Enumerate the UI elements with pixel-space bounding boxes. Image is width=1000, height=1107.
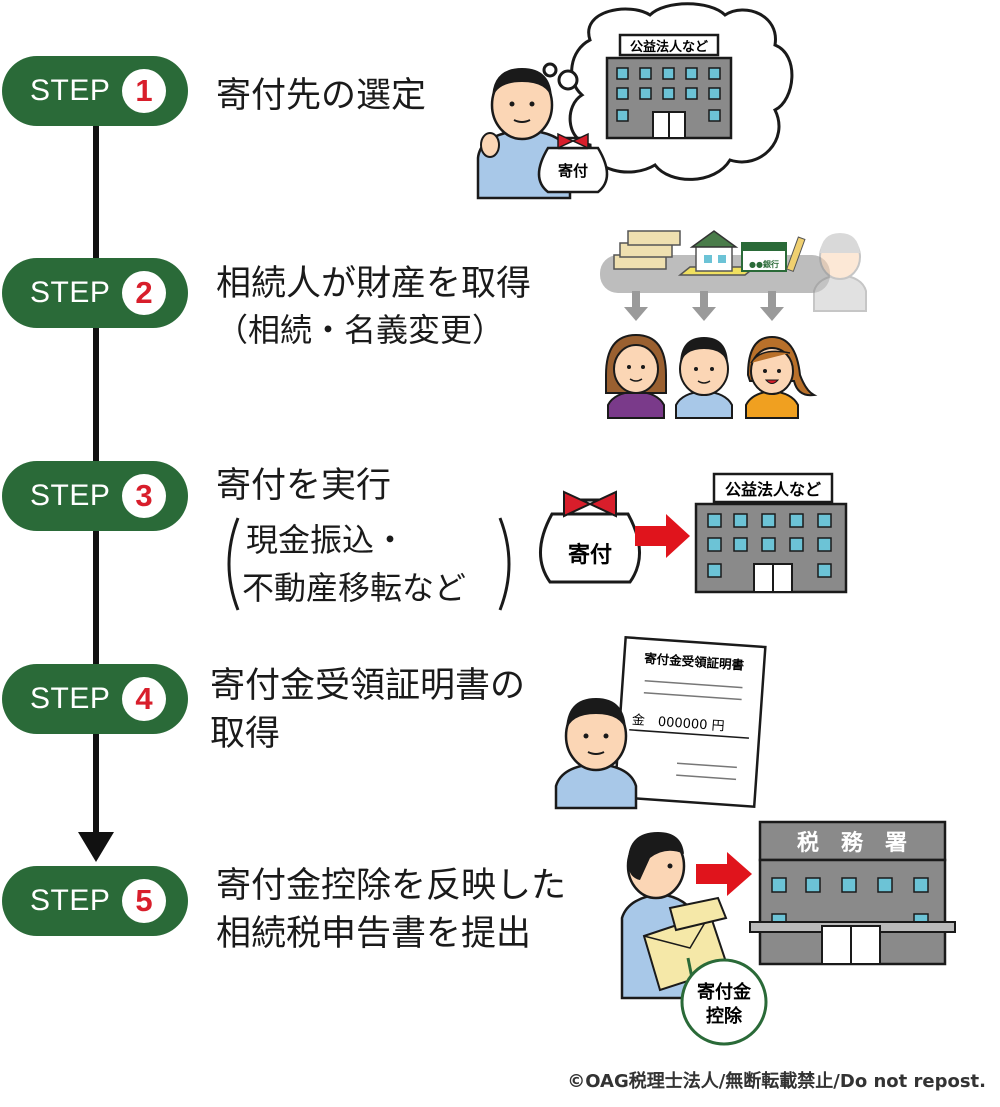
bank-book-icon: ●●銀行 — [741, 236, 806, 273]
svg-text:寄付: 寄付 — [558, 162, 588, 180]
step-pill-2: STEP 2 — [2, 258, 188, 328]
timeline — [78, 120, 114, 862]
step-2-illustration: ●●銀行 — [600, 230, 867, 419]
heir-man-icon — [675, 337, 733, 419]
step-1-illustration: 公益法人など 寄付 — [476, 2, 794, 200]
heir-woman-icon — [605, 333, 667, 419]
house-icon — [677, 230, 758, 276]
step-pill-1: STEP 1 — [2, 56, 188, 126]
heir-girl-icon — [745, 335, 818, 419]
step-5-illustration: 税 務 署 寄付金 控除 — [620, 820, 956, 1046]
step-5-title-cont: 相続税申告書を提出 — [216, 914, 532, 954]
step-number-3: 3 — [122, 474, 166, 518]
step-number-1: 1 — [122, 69, 166, 113]
svg-text:控除: 控除 — [706, 1005, 743, 1027]
step-3-bracket-left — [227, 517, 240, 611]
copyright-footer: ©OAG税理士法人/無断転載禁止/Do not repost. — [567, 1071, 986, 1092]
svg-text:公益法人など: 公益法人など — [630, 39, 708, 55]
inherit-arrows — [624, 291, 784, 321]
money-stack-icon — [613, 230, 681, 270]
svg-text:公益法人など: 公益法人など — [725, 480, 821, 499]
svg-text:金 000000 円: 金 000000 円 — [631, 712, 725, 734]
building-icon: 公益法人など — [605, 33, 733, 140]
step-pill-3: STEP 3 — [2, 461, 188, 531]
step-number-5: 5 — [122, 879, 166, 923]
step-4-title-cont: 取得 — [210, 714, 281, 754]
step-3-bracket-right — [498, 517, 511, 611]
certificate-icon: 寄付金受領証明書 金 000000 円 — [613, 636, 767, 809]
step-2-subtitle: （相続・名義変更） — [216, 311, 505, 349]
svg-text:税 務 署: 税 務 署 — [797, 830, 907, 856]
step-3-detail-1: 現金振込・ — [246, 521, 407, 559]
man-icon — [554, 698, 638, 810]
grandpa-icon — [813, 233, 867, 312]
tax-office-icon: 税 務 署 — [749, 820, 956, 966]
step-3-title: 寄付を実行 — [216, 466, 392, 506]
building-icon: 公益法人など — [694, 472, 848, 594]
step-1-title: 寄付先の選定 — [216, 76, 427, 116]
step-pill-4: STEP 4 — [2, 664, 188, 734]
step-pill-5: STEP 5 — [2, 866, 188, 936]
step-number-2: 2 — [122, 271, 166, 315]
svg-text:寄付: 寄付 — [568, 542, 612, 568]
timeline-arrow-head — [78, 832, 114, 862]
red-arrow-icon — [635, 514, 690, 558]
step-5-title: 寄付金控除を反映した — [216, 866, 567, 906]
red-arrow-icon — [696, 852, 752, 896]
step-2-title: 相続人が財産を取得 — [216, 264, 532, 304]
step-3-detail-2: 不動産移転など — [242, 569, 467, 607]
step-number-4: 4 — [122, 677, 166, 721]
money-bag-icon: 寄付 — [539, 490, 641, 584]
step-4-title: 寄付金受領証明書の — [210, 666, 526, 706]
step-3-illustration: 寄付 公益法人など — [539, 472, 848, 594]
svg-text:寄付金受領証明書: 寄付金受領証明書 — [644, 651, 745, 673]
step-4-illustration: 寄付金受領証明書 金 000000 円 — [554, 636, 767, 810]
deduction-bubble: 寄付金 控除 — [680, 957, 768, 1046]
money-bag-icon: 寄付 — [537, 132, 609, 194]
svg-text:●●銀行: ●●銀行 — [749, 259, 779, 269]
svg-text:寄付金: 寄付金 — [697, 981, 752, 1003]
